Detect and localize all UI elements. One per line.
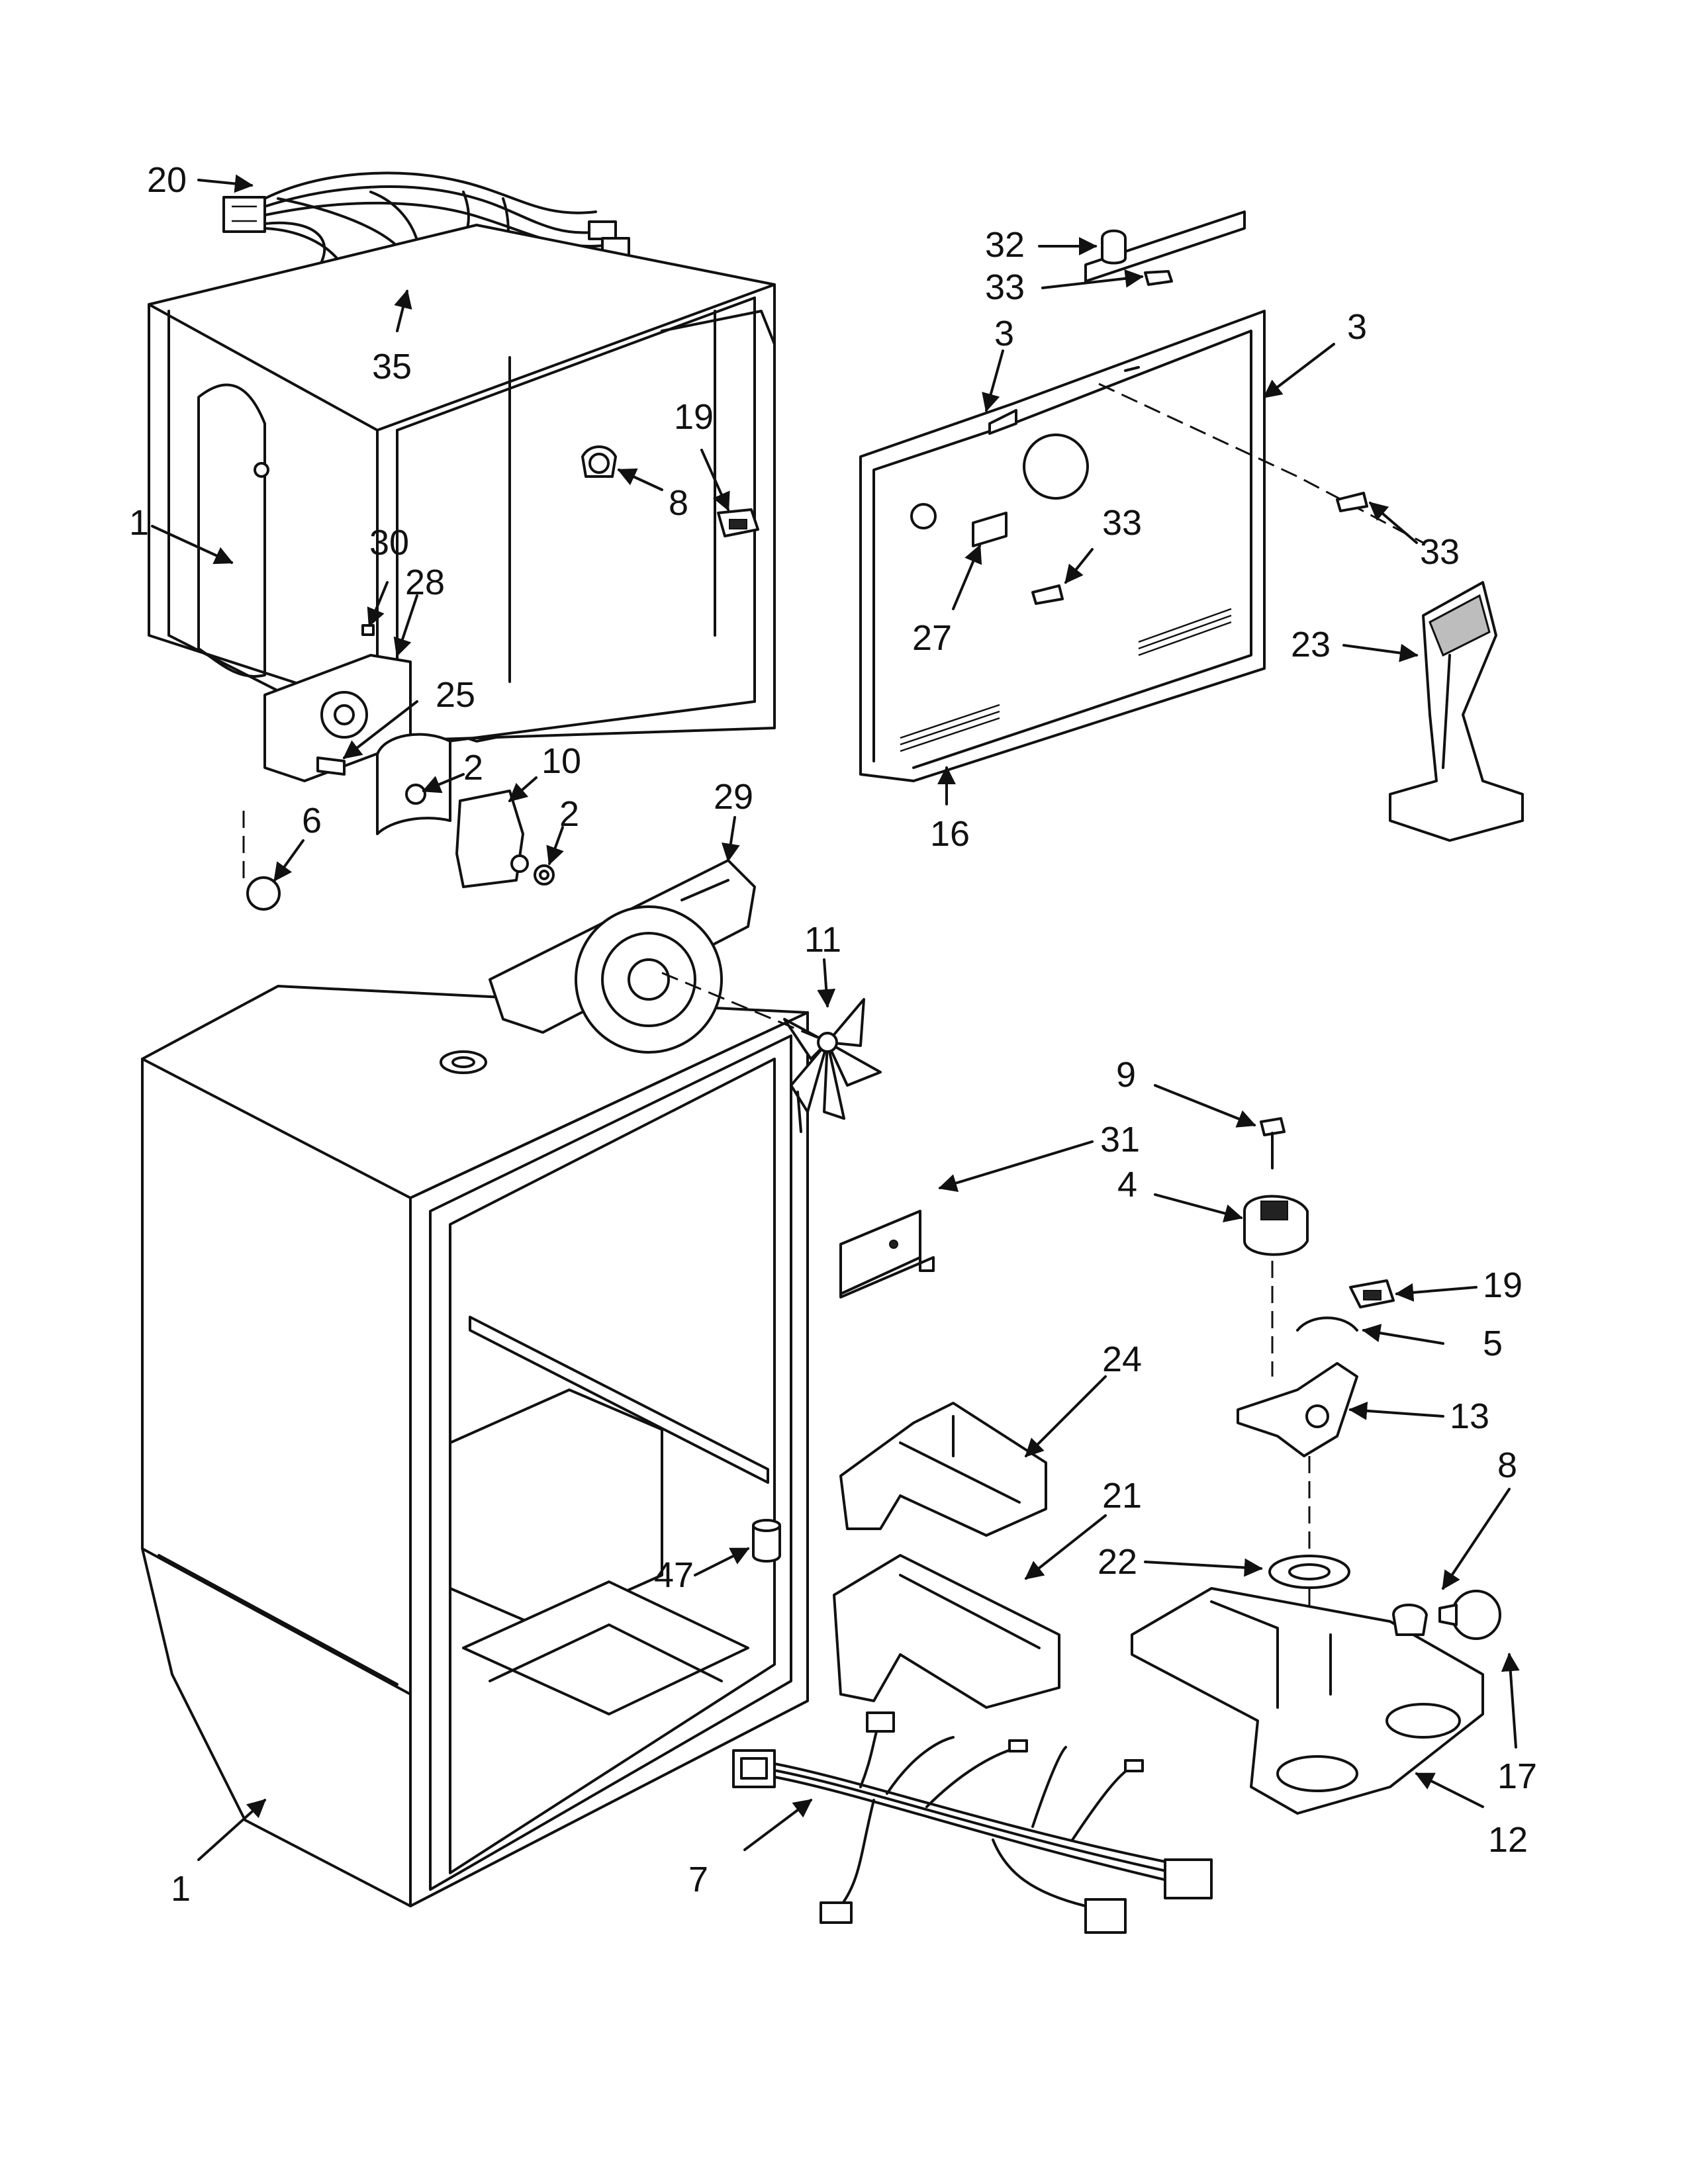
cap-plug <box>1101 229 1127 265</box>
label-1-bottom: 1 <box>171 1869 191 1909</box>
label-6: 6 <box>302 801 322 841</box>
light-socket-8-right <box>1392 1604 1428 1636</box>
label-3-right: 3 <box>1347 307 1367 347</box>
label-29: 29 <box>714 777 753 817</box>
label-13: 13 <box>1450 1396 1489 1436</box>
part-24-cover <box>839 1402 1047 1537</box>
label-25: 25 <box>436 675 475 715</box>
part-31-plate <box>839 1210 935 1298</box>
part-25-screw <box>316 756 346 776</box>
label-28: 28 <box>405 563 445 602</box>
screw-9 <box>1260 1117 1286 1169</box>
light-socket-right <box>1349 1279 1395 1308</box>
fan-blade <box>661 972 882 1133</box>
leader-lines <box>151 174 1520 1861</box>
screw-33-mid <box>1031 584 1064 605</box>
label-19-top: 19 <box>674 397 714 437</box>
part-47-bushing <box>752 1519 781 1563</box>
screw-33-top <box>1144 270 1173 286</box>
label-33-c: 33 <box>1420 532 1460 572</box>
label-32: 32 <box>985 225 1025 265</box>
freezer-liner <box>148 224 776 749</box>
screw-33-right <box>1336 492 1368 512</box>
part-3-left-gasket <box>988 409 1017 435</box>
label-23: 23 <box>1291 625 1331 664</box>
label-27: 27 <box>912 618 952 658</box>
part-3-right-gasket <box>1084 210 1246 283</box>
label-2-b: 2 <box>559 794 579 834</box>
part-6-knob <box>246 876 281 911</box>
wire-harness-lower <box>732 1711 1213 1934</box>
label-47: 47 <box>654 1555 694 1595</box>
part-17-bulb <box>1438 1590 1501 1640</box>
label-7: 7 <box>688 1860 708 1899</box>
fan-shroud <box>489 859 756 1054</box>
label-24: 24 <box>1102 1340 1142 1379</box>
part-10-control <box>455 790 524 888</box>
part-4-thermostat <box>1243 1195 1309 1377</box>
label-10: 10 <box>541 741 581 781</box>
label-21: 21 <box>1102 1476 1142 1516</box>
part-5-clip <box>1296 1316 1358 1332</box>
part-21-cover <box>833 1554 1060 1709</box>
label-12: 12 <box>1488 1820 1528 1860</box>
evaporator-cover <box>859 210 1424 782</box>
part-2-screw-a <box>405 784 426 805</box>
light-bulb-upper <box>581 445 617 478</box>
label-9: 9 <box>1116 1055 1136 1095</box>
label-11: 11 <box>804 920 841 960</box>
part-22-cup <box>1268 1456 1350 1694</box>
label-33-b: 33 <box>1102 503 1142 543</box>
part-30-clip <box>361 624 375 636</box>
part-13-bracket <box>1237 1362 1358 1457</box>
label-2-a: 2 <box>463 748 483 788</box>
label-8-right: 8 <box>1497 1445 1517 1485</box>
label-17: 17 <box>1497 1756 1537 1796</box>
label-20: 20 <box>147 160 187 200</box>
label-31: 31 <box>1100 1120 1140 1160</box>
label-8-top: 8 <box>669 483 688 523</box>
part-labels: 20 35 19 8 1 30 28 25 2 10 2 6 29 11 32 … <box>129 160 1537 1909</box>
control-housing-assembly <box>242 624 555 911</box>
label-4: 4 <box>1117 1165 1137 1205</box>
fresh-food-liner <box>141 985 809 1907</box>
part-12-light-housing <box>1131 1587 1484 1815</box>
part-27-tab <box>972 512 1008 547</box>
label-5: 5 <box>1483 1324 1503 1363</box>
label-1-top: 1 <box>129 503 149 543</box>
label-30: 30 <box>369 523 409 563</box>
label-16: 16 <box>930 814 970 854</box>
light-socket-upper <box>717 508 759 537</box>
label-35: 35 <box>372 347 412 387</box>
label-22: 22 <box>1098 1542 1137 1582</box>
air-duct <box>1389 581 1524 842</box>
label-19-right: 19 <box>1483 1265 1523 1305</box>
label-3-left: 3 <box>994 314 1014 353</box>
label-33-a: 33 <box>985 267 1025 307</box>
